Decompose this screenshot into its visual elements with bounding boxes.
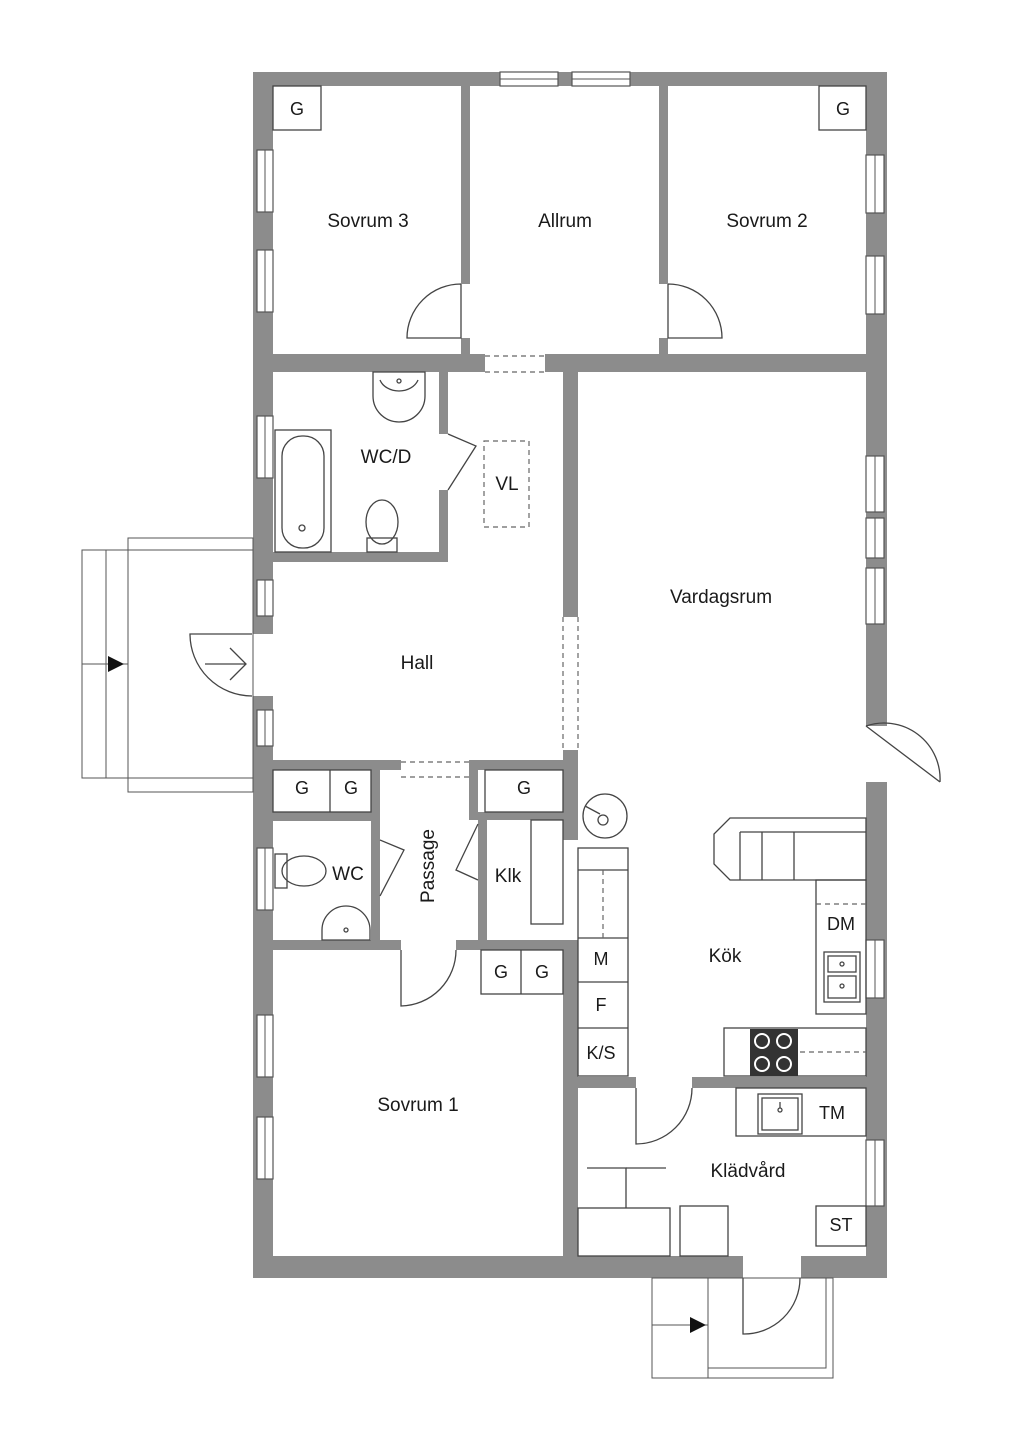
bathtub: [274, 429, 332, 553]
label-g: G: [535, 962, 549, 982]
label-hall: Hall: [401, 653, 434, 674]
label-sovrum1: Sovrum 1: [377, 1095, 458, 1116]
label-m: M: [594, 949, 609, 969]
label-klk: Klk: [495, 866, 522, 887]
label-ks: K/S: [586, 1043, 615, 1063]
entrance-steps-left: [81, 537, 254, 793]
label-kok: Kök: [709, 946, 742, 967]
fireplace: [582, 793, 628, 839]
toilet-wc: [274, 853, 327, 889]
kitchen-sink: [823, 951, 861, 1003]
door-gaps: [252, 634, 888, 1279]
label-wcd: WC/D: [361, 447, 412, 468]
label-g: G: [290, 99, 304, 119]
label-dm: DM: [827, 914, 855, 934]
label-g: G: [295, 778, 309, 798]
fixture-labels: G G G G G G G DM M F K/S TM ST: [290, 99, 855, 1235]
label-tm: TM: [819, 1103, 845, 1123]
label-f: F: [596, 995, 607, 1015]
sink-wc: [321, 905, 371, 941]
label-vardagsrum: Vardagsrum: [670, 587, 772, 608]
label-kladvard: Klädvård: [711, 1161, 786, 1182]
label-sovrum2: Sovrum 2: [726, 211, 807, 232]
entrance-arrow-left: [108, 656, 124, 672]
entrance-chevron-left: [205, 647, 247, 681]
label-vl: VL: [495, 474, 518, 495]
label-sovrum3: Sovrum 3: [327, 211, 408, 232]
room-labels: Sovrum 3 Allrum Sovrum 2 WC/D VL Vardags…: [327, 211, 807, 1182]
toilet-wcd: [365, 499, 399, 553]
sink-wcd: [372, 371, 426, 423]
label-wc: WC: [332, 864, 364, 885]
label-g: G: [836, 99, 850, 119]
windows: [256, 71, 885, 1207]
klk-shelves: [530, 819, 564, 925]
closet-boxes: [272, 85, 867, 995]
laundry-fixtures: [577, 1087, 867, 1257]
label-st: ST: [829, 1215, 852, 1235]
label-g: G: [494, 962, 508, 982]
dashed-openings: [401, 355, 579, 778]
label-g: G: [517, 778, 531, 798]
interior-walls: [273, 86, 866, 1256]
entrance-arrow-bottom: [690, 1317, 706, 1333]
label-allrum: Allrum: [538, 211, 592, 232]
label-passage: Passage: [418, 829, 439, 903]
door-swings: [189, 283, 941, 1335]
cooktop: [750, 1029, 798, 1076]
label-g: G: [344, 778, 358, 798]
